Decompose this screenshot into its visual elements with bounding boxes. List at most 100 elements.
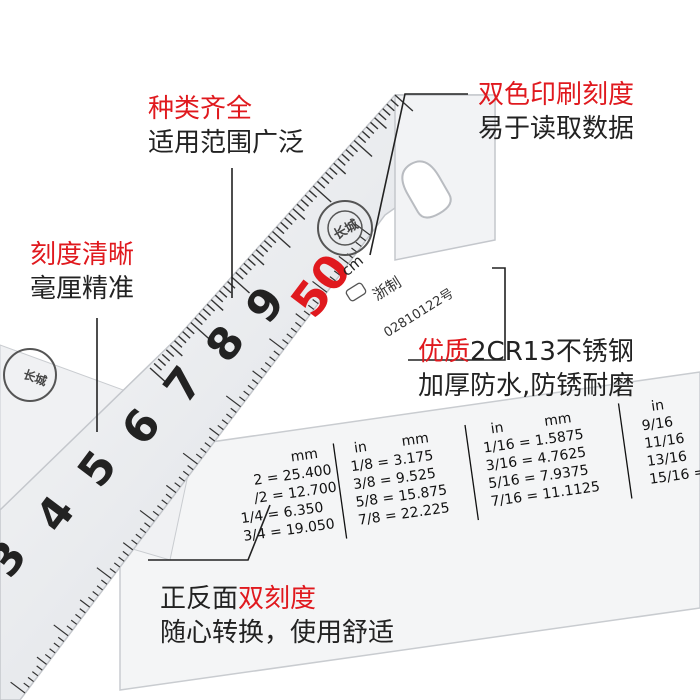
front-tick-bottom [178,476,185,482]
front-tick-bottom [221,419,229,425]
front-tick-bottom [79,608,86,614]
front-tick-bottom [49,648,56,654]
front-tick [382,108,391,116]
svg-text:in: in [490,420,505,438]
front-tick-bottom [273,350,280,356]
callout-material-title-dark: 2CR13不锈钢 [470,337,634,367]
front-tick-bottom [295,313,306,322]
front-tick [353,139,373,158]
svg-text:in: in [650,397,665,415]
front-tick-bottom [204,442,211,448]
svg-text:mm: mm [401,430,430,450]
front-tick-bottom [109,568,116,574]
front-tick-bottom [96,567,112,579]
callout-two-color-title: 双色印刷刻度 [478,80,635,110]
callout-material-desc: 加厚防水,防锈耐磨 [418,371,635,401]
front-tick-bottom [44,653,52,660]
front-tick [239,267,248,276]
front-tick-bottom [165,493,172,499]
front-tick [361,130,371,139]
front-tick-bottom [70,619,78,625]
front-tick-bottom [53,642,60,648]
front-tick-bottom [351,247,358,253]
front-tick-bottom [269,356,276,362]
front-ruler [0,94,496,700]
front-tick [374,117,387,129]
front-tick [223,285,232,294]
front-tick [194,317,203,326]
front-tick [153,362,162,371]
front-tick [276,226,285,235]
front-tick-bottom [325,281,332,288]
callout-material: 优质2CR13不锈钢 加厚防水,防锈耐磨 [418,335,634,403]
front-tick [345,149,354,157]
svg-text:mm: mm [543,410,572,430]
front-tick-bottom [217,424,224,431]
front-tick-bottom [303,310,310,316]
front-tick [288,212,297,221]
front-tick-bottom [200,447,207,454]
front-tick-bottom [75,613,82,620]
front-tick-bottom [144,522,151,528]
line-material [408,267,506,361]
front-tick-bottom [157,505,164,511]
front-tick [386,103,395,112]
callout-lines [96,93,506,561]
front-tick [186,326,195,335]
callout-clear-scale: 刻度清晰 毫厘精准 [30,238,134,306]
front-tick-bottom [338,264,345,270]
front-tick-bottom [295,321,302,328]
maker-mark: 浙制 [369,273,404,304]
front-tick [149,367,169,385]
front-tick-bottom [333,270,341,276]
front-tick [210,299,224,311]
front-tick-bottom [174,482,181,488]
front-tick-bottom [195,453,203,459]
front-tick [333,162,347,175]
front-tick-bottom [122,550,129,557]
front-tick-bottom [209,427,220,436]
hang-hole [401,160,452,219]
callout-material-title-red: 优质 [418,337,471,367]
front-tick [357,135,367,144]
svg-text:mm: mm [290,446,319,466]
front-tick-bottom [27,676,34,683]
front-tick [284,217,293,226]
callout-double-scale: 正反面双刻度 随心转换，使用舒适 [160,582,394,650]
svg-text:13/16: 13/16 [646,448,688,469]
callout-double-scale-desc: 随心转换，使用舒适 [160,618,395,648]
front-tick-bottom [113,562,121,568]
front-tick-bottom [264,361,272,368]
front-tick [370,121,379,130]
front-tick-bottom [139,528,147,534]
front-tick-bottom [92,590,99,597]
front-tick [316,180,326,189]
front-tick-bottom [31,671,39,677]
callout-two-color: 双色印刷刻度 易于读取数据 [478,78,634,146]
front-tick [169,344,183,357]
front-tick [165,349,175,358]
front-tick [280,221,289,230]
line-two-color [369,93,468,256]
svg-text:9/16: 9/16 [641,414,674,434]
front-ruler-marks: 浙制 02810122号 [369,273,456,341]
callout-clear-scale-desc: 毫厘精准 [30,274,135,304]
front-tick [231,276,250,294]
front-tick-bottom [243,390,250,396]
front-tick-bottom [10,681,26,694]
front-tick-bottom [139,509,155,522]
front-tick-bottom [79,599,91,608]
front-tick-bottom [118,556,125,562]
front-tick [378,112,387,121]
front-tick [337,158,346,166]
front-tick [390,99,399,107]
front-tick [304,194,314,203]
line-double-scale [148,504,271,561]
front-tick-bottom [269,338,285,350]
front-tick-bottom [355,241,362,247]
front-tick-bottom [96,585,103,591]
cmc-mark [345,282,367,302]
front-tick-bottom [225,395,241,408]
front-tick-bottom [208,436,216,442]
front-tick [218,290,228,298]
